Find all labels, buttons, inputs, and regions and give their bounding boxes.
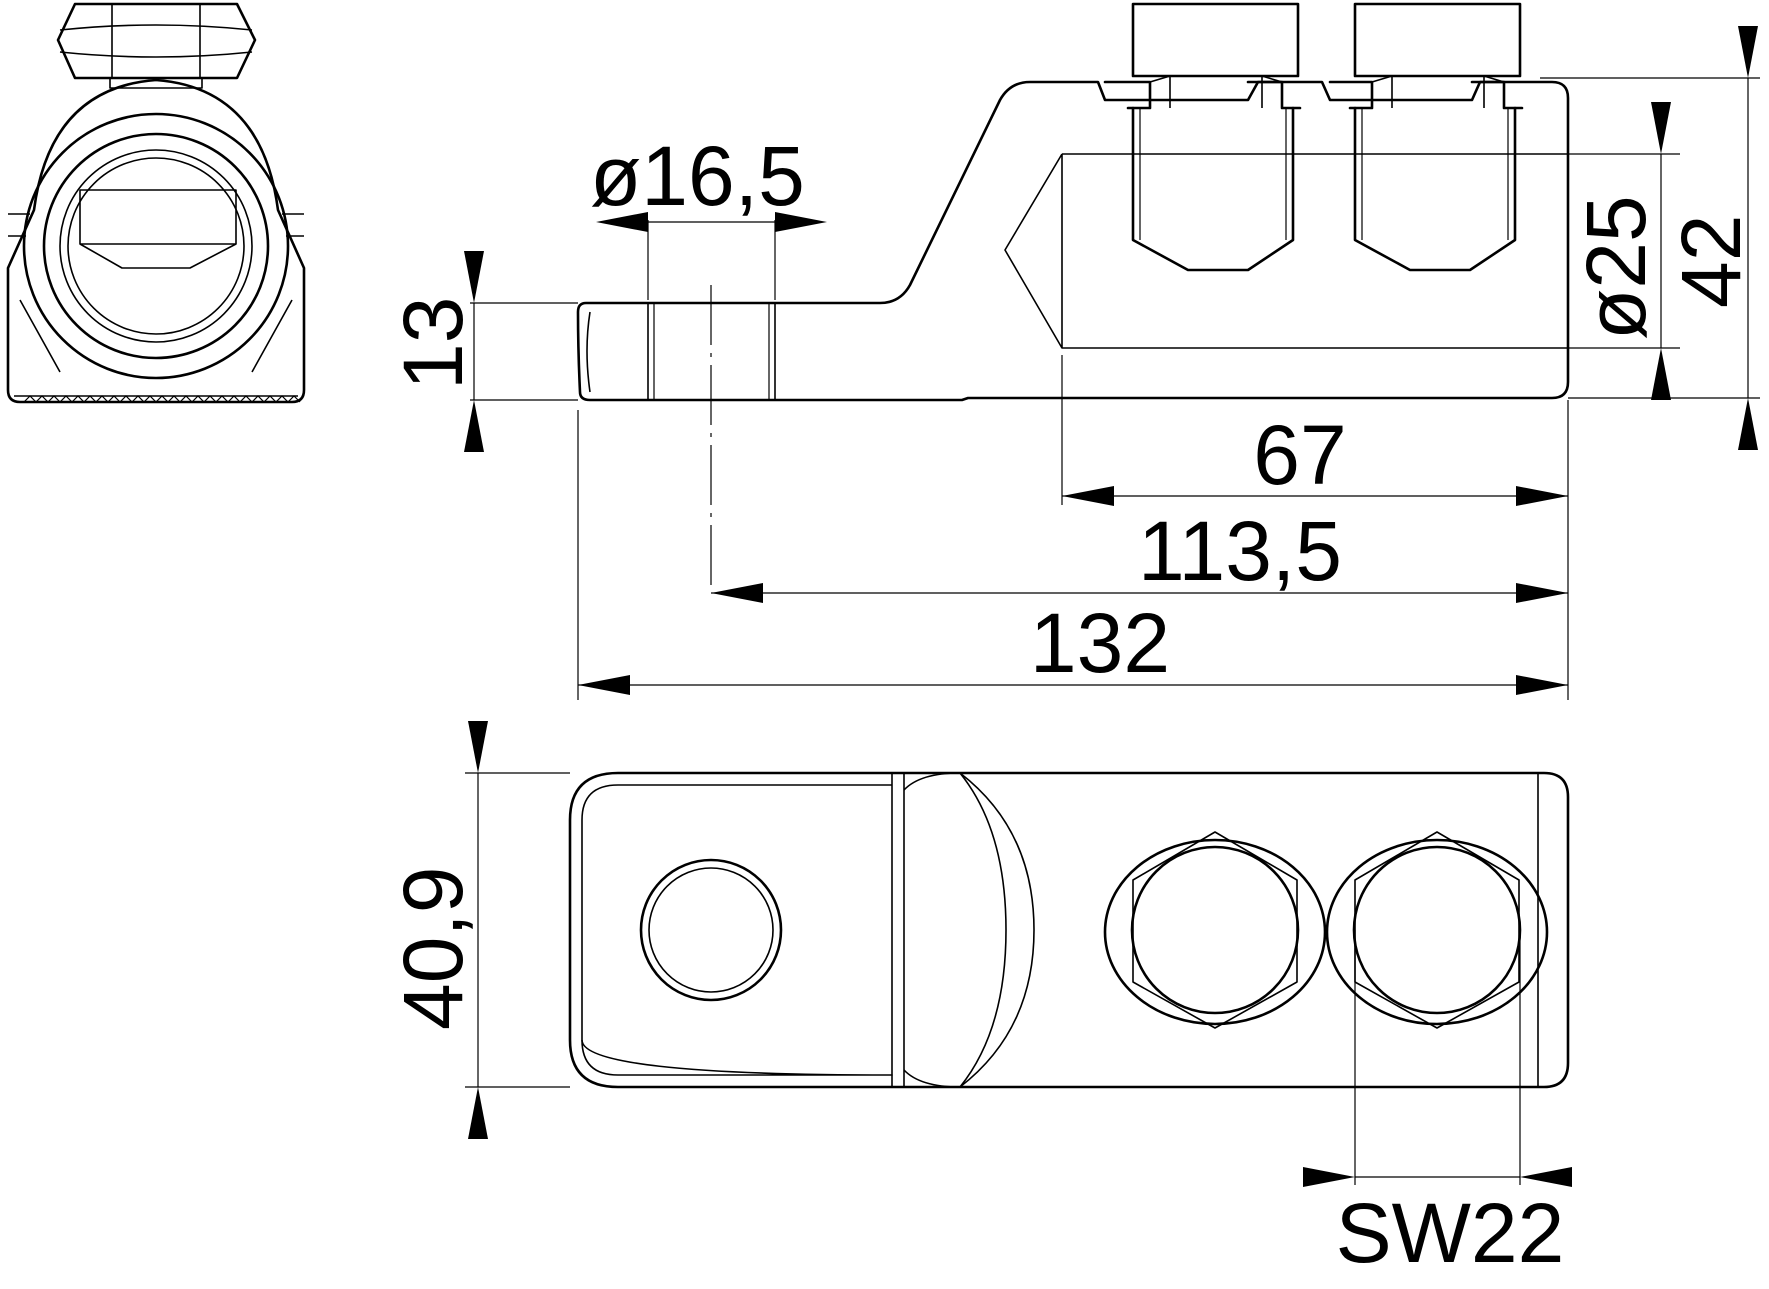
dim-total-length: 132 [1030, 596, 1170, 690]
end-view-screw-tip [79, 189, 237, 269]
end-view-body [6, 78, 306, 404]
dim-barrel-diameter: ø25 [1569, 195, 1663, 340]
top-view-hole [639, 858, 783, 1002]
dim-hole-diameter: ø16,5 [590, 129, 805, 223]
side-screw-2 [1328, 2, 1524, 272]
end-view-hex-nut [56, 2, 257, 80]
top-screw-2 [1325, 831, 1549, 1029]
top-screw-1 [1103, 831, 1327, 1029]
dim-hole-to-end: 113,5 [1138, 504, 1342, 598]
top-view-outline [568, 771, 1570, 1089]
side-screw-1 [1103, 2, 1302, 272]
end-view [6, 2, 306, 404]
dim-lug-thickness: 13 [386, 297, 480, 390]
dim-total-height: 42 [1664, 215, 1758, 308]
dim-barrel-length: 67 [1253, 408, 1346, 502]
side-view-outline [576, 80, 1570, 402]
top-view [568, 771, 1570, 1089]
dim-width: 40,9 [386, 867, 480, 1031]
side-view [576, 2, 1570, 590]
dimension-lines [464, 26, 1760, 1187]
dim-wrench-size: SW22 [1336, 1186, 1565, 1280]
